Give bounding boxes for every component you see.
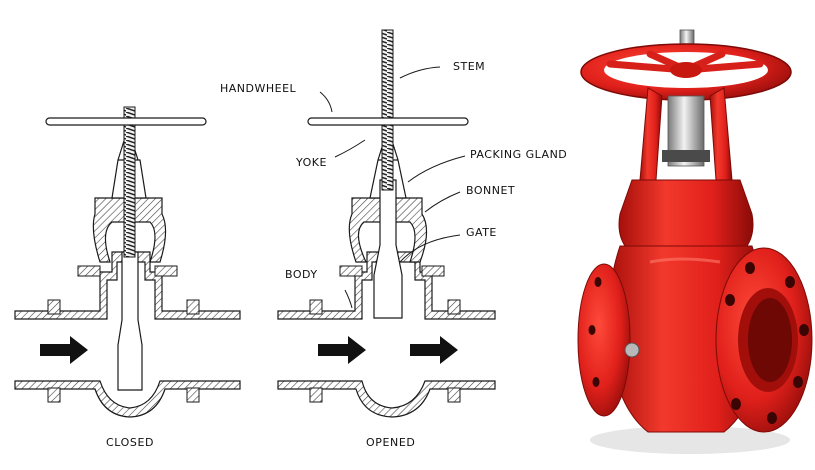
- closed-valve-gate: [117, 251, 143, 391]
- caption-closed: CLOSED: [106, 436, 155, 449]
- closed-valve-handwheel: [45, 117, 207, 126]
- opened-valve-diagram: [277, 29, 496, 418]
- label-gate: GATE: [466, 226, 497, 239]
- closed-valve-diagram: [14, 106, 241, 418]
- closed-valve-body: [14, 125, 241, 418]
- red-gate-valve-image: [577, 29, 813, 454]
- caption-opened: OPENED: [366, 436, 416, 449]
- label-yoke: YOKE: [296, 156, 327, 169]
- label-bonnet: BONNET: [466, 184, 516, 197]
- callout-leader-lines: [319, 66, 466, 309]
- opened-valve-gate: [373, 179, 403, 319]
- flow-arrow-icon: [40, 336, 88, 364]
- opened-valve-handwheel: [307, 117, 469, 126]
- flow-arrow-icon: [410, 336, 458, 364]
- closed-valve-stem: [123, 106, 136, 258]
- opened-valve-body: [277, 125, 496, 418]
- label-stem: STEM: [453, 60, 486, 73]
- label-packing-gland: PACKING GLAND: [470, 148, 568, 161]
- flow-arrow-icon: [318, 336, 366, 364]
- opened-valve-stem: [381, 29, 394, 191]
- label-body: BODY: [285, 268, 318, 281]
- label-handwheel: HANDWHEEL: [220, 82, 297, 95]
